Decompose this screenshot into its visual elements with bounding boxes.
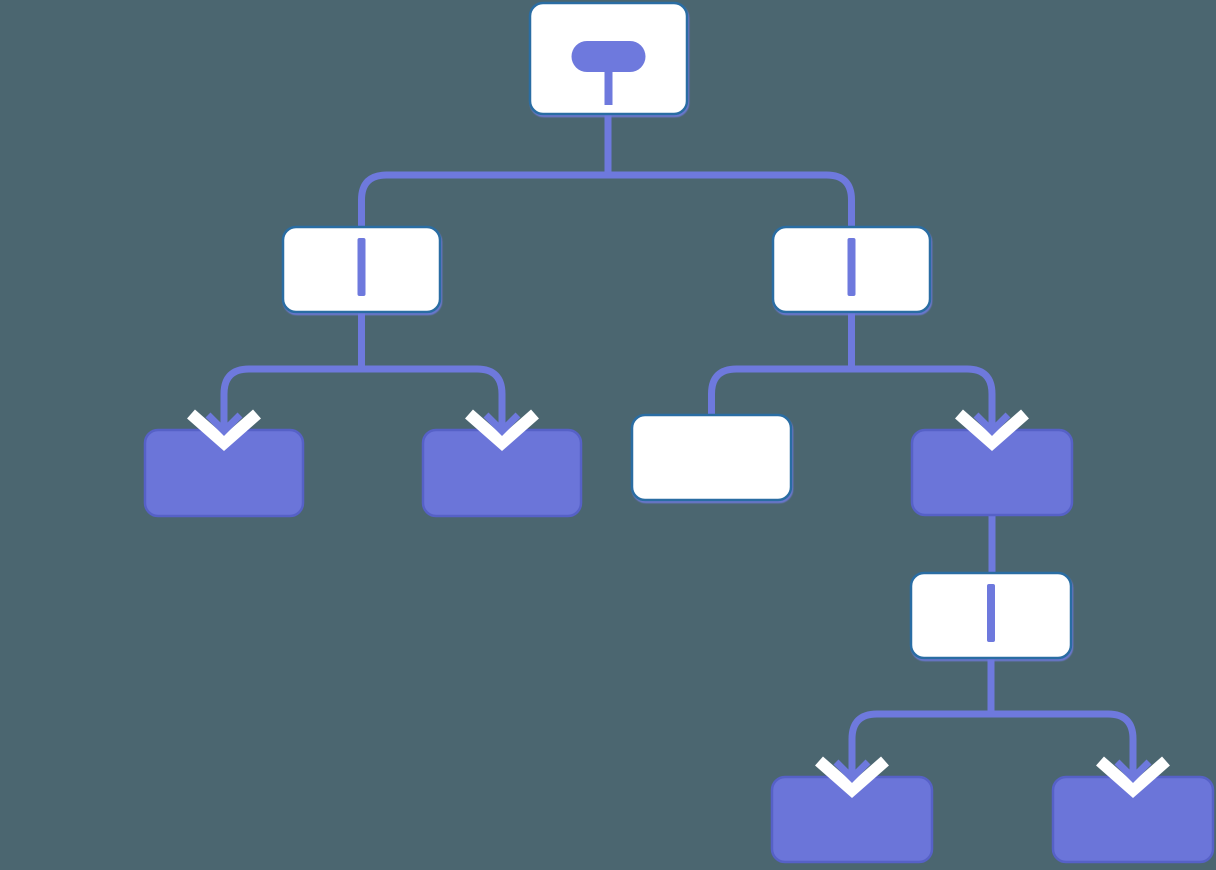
arrowhead-down-icon	[973, 412, 1011, 436]
edge-left-branch-split	[220, 365, 506, 432]
root-pill	[571, 41, 646, 72]
edge-right-branch-split	[708, 365, 996, 432]
chevron-down-icon	[1096, 756, 1170, 798]
arrowhead-down-icon	[483, 412, 521, 436]
arrow-into-collapsed-4	[815, 747, 889, 798]
arrow-into-collapsed-5	[1096, 747, 1170, 798]
chevron-down-icon	[955, 409, 1029, 451]
pass-through-bar	[847, 238, 856, 296]
root-node-icon	[571, 41, 646, 105]
empty-node[interactable]	[630, 413, 793, 502]
arrow-into-collapsed-3	[955, 400, 1029, 451]
leaf-empty-box	[630, 413, 793, 502]
chevron-down-icon	[465, 409, 539, 451]
branch-node-bottom[interactable]	[909, 571, 1073, 660]
root-pill-stem	[604, 67, 613, 105]
branch-node-right[interactable]	[771, 225, 932, 314]
root-node[interactable]	[528, 1, 689, 116]
edge-root-split	[358, 171, 855, 229]
chevron-down-icon	[815, 756, 889, 798]
arrowhead-down-icon	[1114, 759, 1152, 783]
arrowhead-down-icon	[833, 759, 871, 783]
arrowhead-down-icon	[205, 412, 243, 436]
branch-node-left[interactable]	[281, 225, 442, 314]
arrow-into-collapsed-2	[465, 400, 539, 451]
pass-through-bar	[987, 584, 995, 642]
arrow-into-collapsed-1	[187, 400, 261, 451]
edge-bottom-split	[848, 710, 1137, 779]
chevron-down-icon	[187, 409, 261, 451]
pass-through-bar	[357, 238, 366, 296]
